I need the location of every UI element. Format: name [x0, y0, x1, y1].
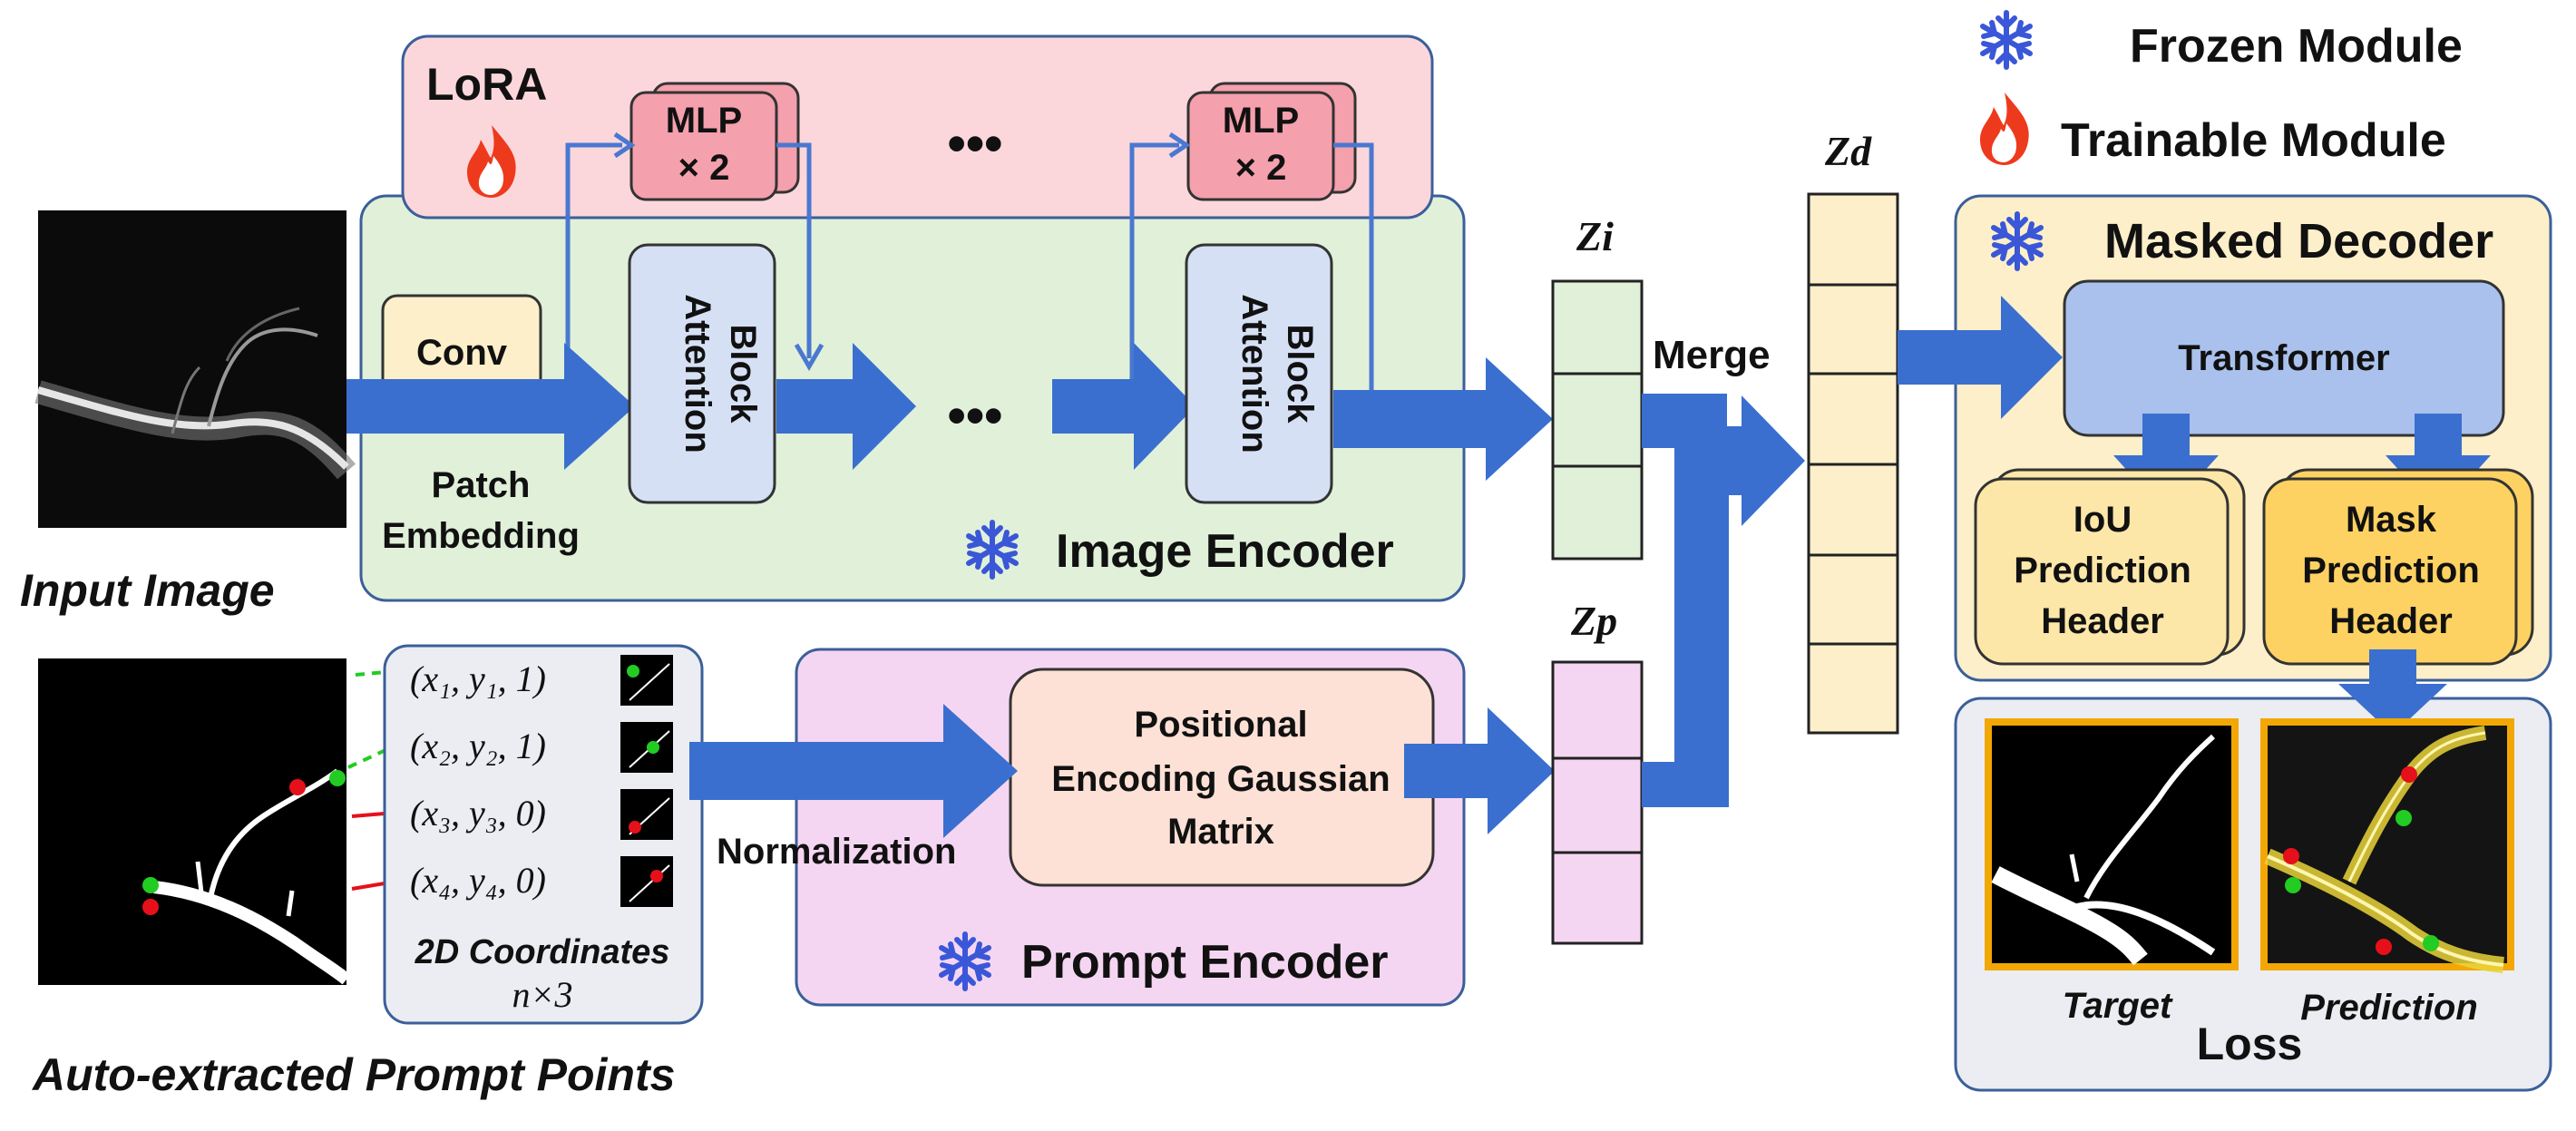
merge-arrows: [1642, 394, 1805, 807]
legend: Frozen Module Trainable Module: [1980, 13, 2463, 167]
patch-embedding-line2: Embedding: [382, 516, 580, 556]
input-image: [34, 210, 356, 528]
coordinate-thumbnails: [620, 655, 673, 907]
masked-decoder-title: Masked Decoder: [2104, 214, 2493, 268]
prediction-image: [2260, 718, 2514, 973]
mlp-2-label: MLP: [1223, 101, 1299, 141]
negative-point: [289, 779, 306, 795]
zi-tokens: [1551, 279, 1644, 561]
transformer-output-arrows: [2113, 414, 2491, 513]
positive-point: [329, 770, 346, 786]
coordinates-shape: n×3: [512, 974, 573, 1015]
positional-encoding-line3: Matrix: [1167, 812, 1274, 852]
zp-label: Zp: [1570, 598, 1617, 644]
iou-prediction-header: IoU Prediction Header: [1974, 468, 2246, 666]
merge-label: Merge: [1653, 333, 1771, 377]
coordinate-row-4: (x₄, y₄, 0): [410, 860, 546, 901]
target-label: Target: [2063, 986, 2173, 1026]
coordinate-row-1: (x₁, y₁, 1): [410, 658, 546, 699]
transformer-box: [2063, 279, 2505, 437]
image-encoder-title: Image Encoder: [1056, 525, 1394, 578]
mlp-1-label: MLP: [666, 101, 742, 141]
zi-label: Zi: [1576, 213, 1614, 259]
legend-frozen-label: Frozen Module: [2130, 20, 2463, 73]
normalization-label: Normalization: [717, 832, 956, 872]
iou-line1: IoU: [2073, 500, 2132, 540]
mlp-2-multiplier: × 2: [1235, 148, 1287, 188]
attention-1-line1: Attention: [678, 294, 717, 453]
patch-embedding-line1: Patch: [432, 465, 531, 505]
coordinate-row-2: (x₂, y₂, 1): [410, 726, 546, 766]
prediction-label: Prediction: [2300, 988, 2478, 1028]
zd-tokens: [1807, 192, 1899, 735]
lora-ellipsis: •••: [948, 114, 1003, 173]
transformer-label: Transformer: [2178, 338, 2389, 378]
mask-line3: Header: [2329, 601, 2453, 641]
positive-point: [2285, 877, 2301, 893]
negative-point: [2283, 848, 2299, 864]
attention-1-line2: Block: [723, 325, 763, 424]
snowflake-icon: [1983, 13, 2030, 67]
attention-block-2: Attention Block: [1185, 243, 1333, 504]
positive-point: [2395, 810, 2412, 826]
mask-line2: Prediction: [2302, 551, 2480, 590]
positive-point: [142, 877, 159, 893]
zp-tokens: [1551, 660, 1644, 945]
mask-to-loss-arrow: [2338, 649, 2447, 735]
mask-image: [38, 658, 351, 985]
loss-title: Loss: [2197, 1019, 2303, 1069]
negative-point: [2376, 939, 2392, 955]
attention-2-line1: Attention: [1234, 294, 1274, 453]
mask-line1: Mask: [2346, 500, 2437, 540]
mlp-1-multiplier: × 2: [678, 148, 730, 188]
prompt-encoder-title: Prompt Encoder: [1021, 936, 1389, 989]
coordinate-rows: (x₁, y₁, 1) (x₂, y₂, 1) (x₃, y₃, 0) (x₄,…: [410, 658, 546, 901]
negative-point: [142, 899, 159, 915]
zd-label: Zd: [1824, 128, 1872, 174]
prompt-points-label: Auto-extracted Prompt Points: [31, 1049, 675, 1100]
encoder-flow-arrows: [345, 343, 1553, 481]
mlp-block-1: MLP × 2: [629, 82, 800, 201]
lora-connectors: [565, 132, 1374, 390]
iou-line3: Header: [2041, 601, 2164, 641]
positional-encoding-line2: Encoding Gaussian: [1051, 759, 1390, 799]
attention-2-line2: Block: [1280, 325, 1320, 424]
coordinates-caption: 2D Coordinates: [415, 933, 670, 971]
coordinate-row-3: (x₃, y₃, 0): [410, 793, 546, 834]
lora-title: LoRA: [426, 59, 547, 110]
iou-line2: Prediction: [2014, 551, 2191, 590]
input-image-label: Input Image: [20, 565, 275, 616]
positional-encoding-line1: Positional: [1134, 705, 1307, 745]
conv-label: Conv: [416, 333, 508, 373]
decoder-input-arrow: [1898, 296, 2063, 419]
attention-block-1: Attention Block: [628, 243, 776, 504]
prompt-flow-arrows: [689, 704, 1555, 838]
flame-icon: [1980, 93, 2029, 165]
positive-point: [2423, 935, 2439, 951]
legend-trainable-label: Trainable Module: [2061, 114, 2446, 167]
target-image: [1985, 718, 2239, 970]
mlp-block-2: MLP × 2: [1186, 82, 1357, 201]
mask-prediction-header: Mask Prediction Header: [2262, 468, 2534, 666]
negative-point: [2401, 766, 2417, 783]
encoder-ellipsis: •••: [948, 386, 1003, 445]
